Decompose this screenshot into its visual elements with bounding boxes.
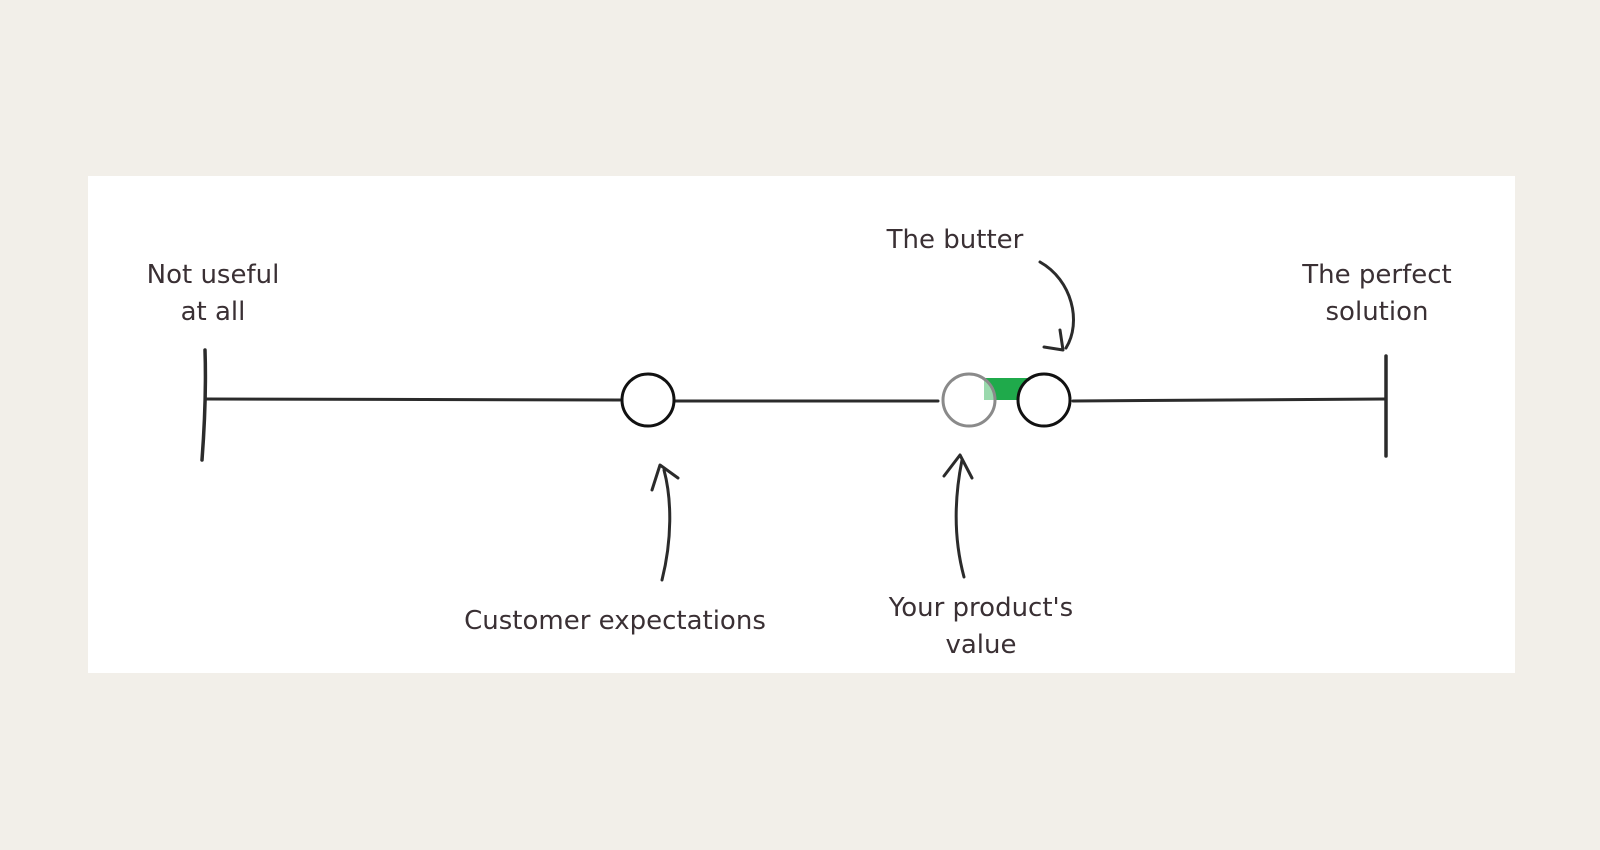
scale-line bbox=[203, 397, 1387, 403]
label-the-butter: The butter bbox=[886, 225, 1024, 255]
left-end-tick bbox=[200, 348, 208, 462]
product-value-circle bbox=[941, 372, 997, 428]
butter-arrow bbox=[1038, 260, 1075, 350]
butter-circle bbox=[1016, 372, 1072, 428]
diagram-card bbox=[88, 176, 1515, 673]
customer-arrow bbox=[660, 468, 672, 582]
label-customer-expectations: Customer expectations bbox=[464, 606, 766, 636]
customer-arrow-head bbox=[650, 463, 680, 492]
product-arrow bbox=[954, 458, 966, 579]
product-arrow-head bbox=[942, 453, 974, 480]
butter-arrow-head bbox=[1042, 328, 1065, 352]
customer-expectations-circle bbox=[620, 372, 676, 428]
label-product-value: Your product's value bbox=[888, 593, 1074, 660]
label-perfect-solution: The perfect solution bbox=[1302, 260, 1452, 327]
label-not-useful: Not useful at all bbox=[146, 260, 280, 327]
